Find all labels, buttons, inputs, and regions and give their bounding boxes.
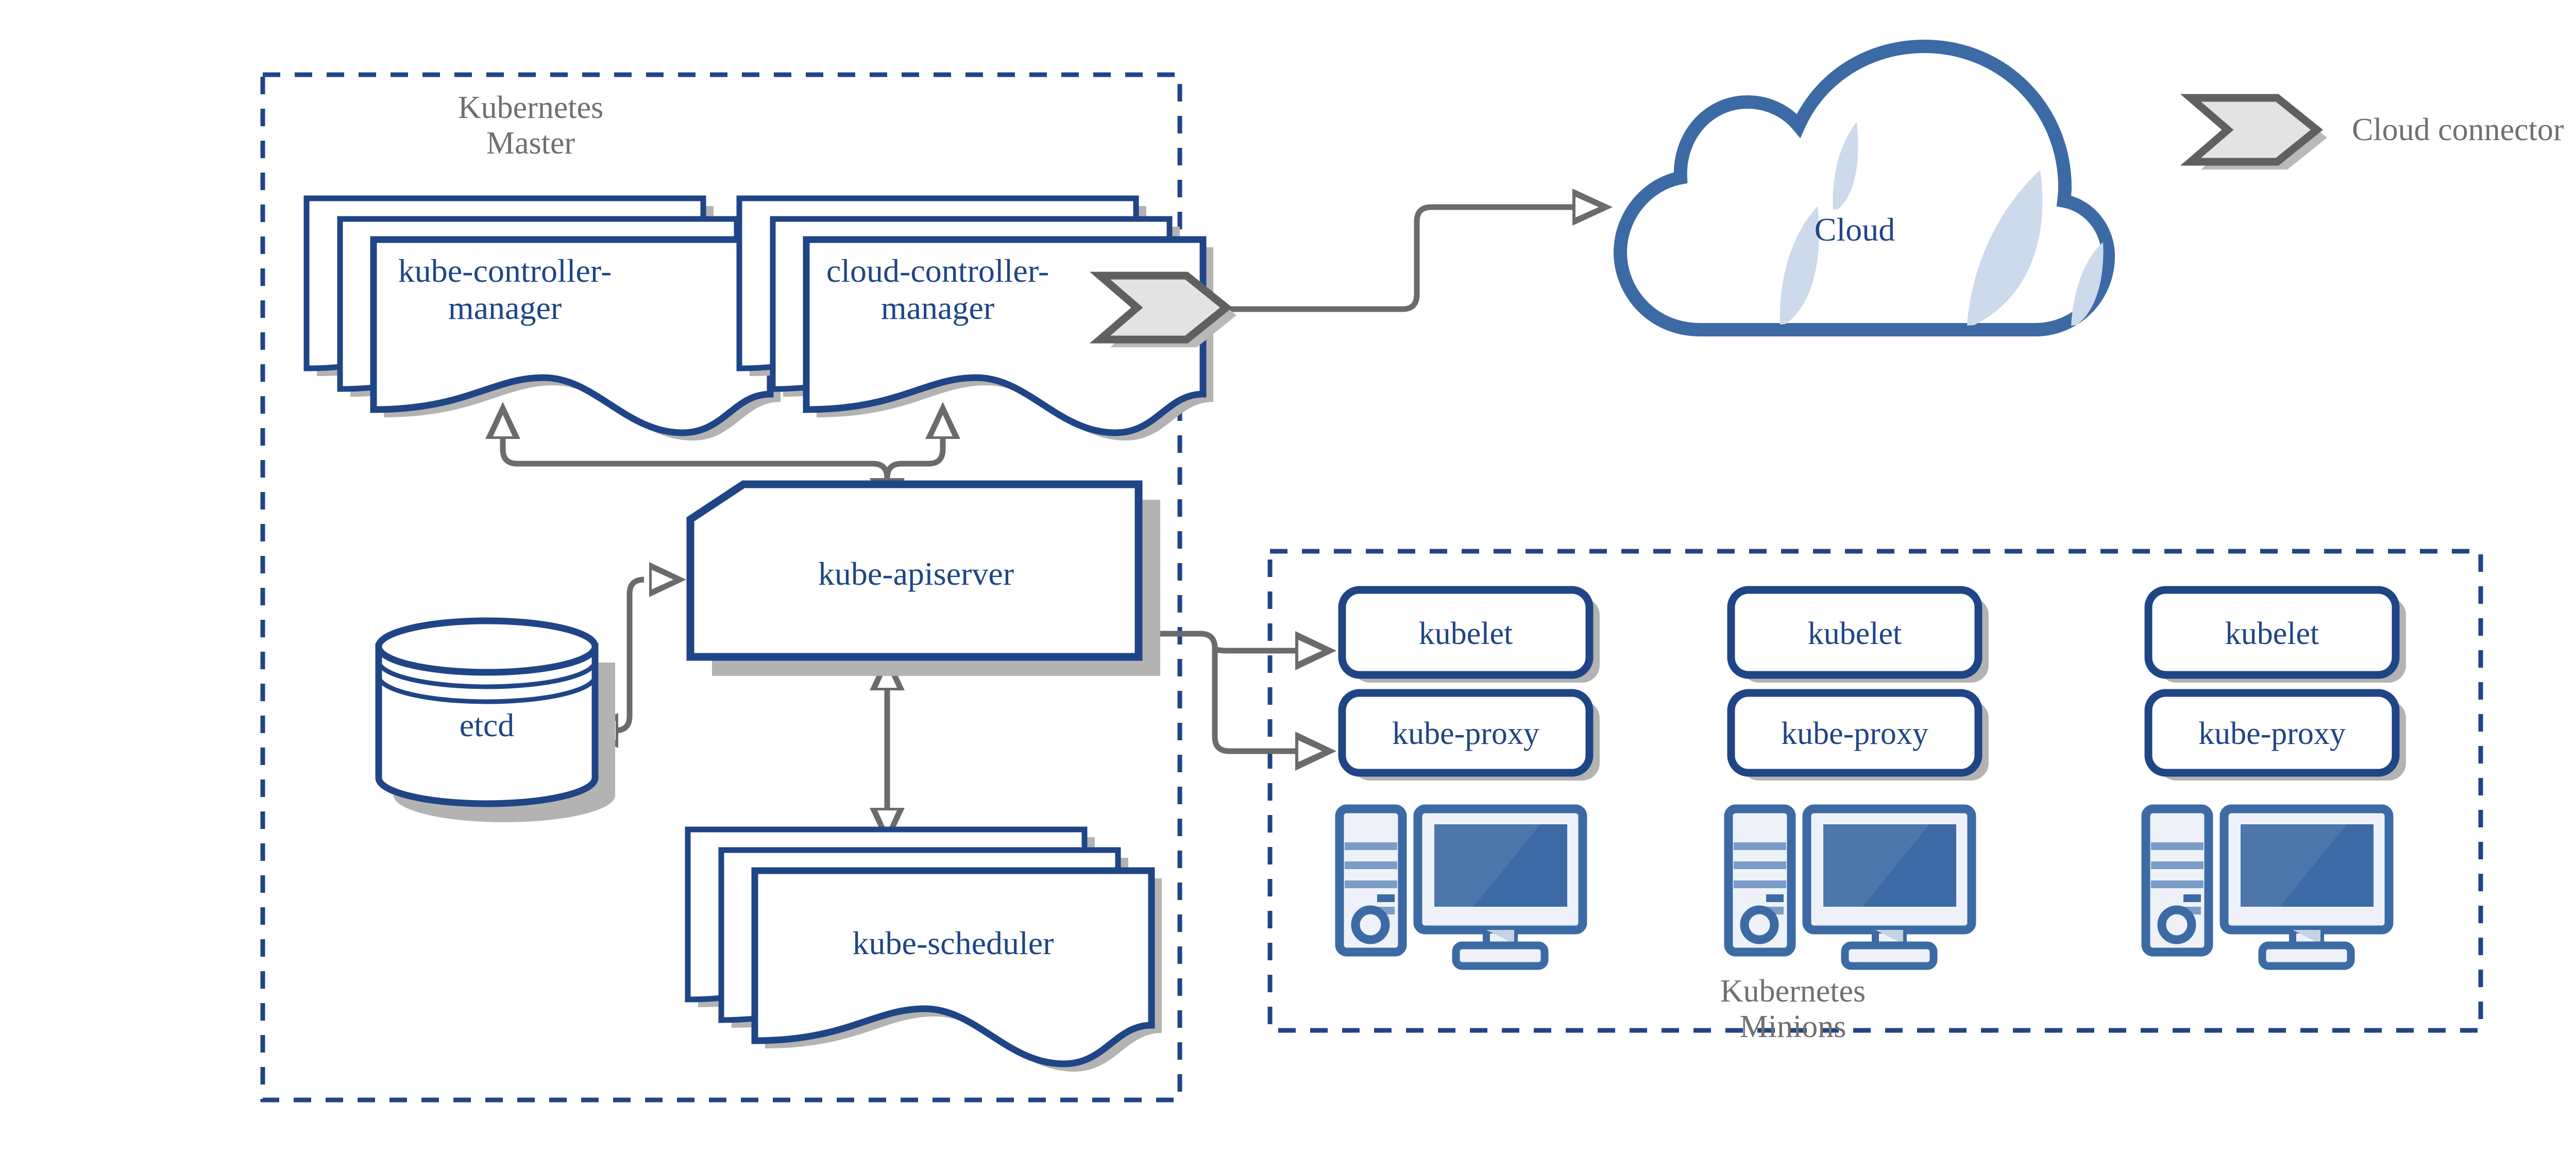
kube-controller-manager-shape[interactable] xyxy=(307,198,781,440)
minion-node-3 xyxy=(2141,586,2406,970)
etcd-body xyxy=(375,643,599,807)
kube-proxy-box-1[interactable] xyxy=(1338,689,1594,777)
etcd-top-ellipse xyxy=(375,617,599,676)
arrowhead-up-apiserver-bottom-inner xyxy=(877,666,897,688)
cloud-shade-2 xyxy=(1780,206,1819,325)
connector-layer xyxy=(500,204,1582,819)
arrowhead-right-apiserver-inner xyxy=(652,570,673,589)
kubelet-box-3[interactable] xyxy=(2144,586,2400,679)
connector-apiserver-kubelet xyxy=(1139,631,1218,737)
kube-proxy-box-2[interactable] xyxy=(1727,689,1982,777)
minion-node-2 xyxy=(1724,586,1989,970)
kube-apiserver-body xyxy=(686,480,1143,661)
etcd-shape[interactable] xyxy=(375,617,615,822)
arrowhead-right-proxy-inner xyxy=(1298,740,1322,762)
cloud-shape[interactable] xyxy=(1613,39,2115,336)
legend-cloud-connector-icon xyxy=(2191,98,2327,169)
connector-apiserver-branch-proxy xyxy=(1212,736,1303,754)
cloud-shade-1 xyxy=(1833,122,1858,210)
kubelet-box-1[interactable] xyxy=(1338,586,1594,679)
etcd-ridge-1 xyxy=(376,660,598,689)
etcd-ridge-2 xyxy=(376,675,598,704)
arrowhead-up-ccm-inner xyxy=(933,415,953,436)
desktop-computer-icon-1 xyxy=(1335,804,1587,970)
kube-apiserver-shape[interactable] xyxy=(686,480,1160,676)
desktop-computer-icon-3 xyxy=(2141,804,2394,970)
arrowhead-up-kcm-inner xyxy=(493,415,513,436)
connector-apiserver-branch-kubelet xyxy=(1212,646,1303,654)
kube-proxy-box-3[interactable] xyxy=(2144,689,2400,777)
kube-scheduler-shape[interactable] xyxy=(688,829,1162,1072)
kubelet-box-2[interactable] xyxy=(1727,586,1982,679)
connector-ccm-cloud xyxy=(1195,204,1582,312)
minion-node-1 xyxy=(1335,586,1600,970)
arrowhead-down-scheduler-inner xyxy=(877,810,897,832)
kubernetes-master-boundary xyxy=(260,72,1182,1103)
arrowhead-right-cloud-inner xyxy=(1575,197,1599,217)
kubernetes-minions-boundary xyxy=(1267,549,2483,1033)
cloud-shade-4 xyxy=(2071,242,2104,326)
desktop-computer-icon-2 xyxy=(1724,804,1976,970)
arrowhead-right-kubelet-inner xyxy=(1298,640,1322,662)
connector-etcd-apiserver xyxy=(606,576,645,734)
connector-ccm-apiserver xyxy=(884,428,946,488)
cloud-shade-3 xyxy=(1967,170,2043,326)
